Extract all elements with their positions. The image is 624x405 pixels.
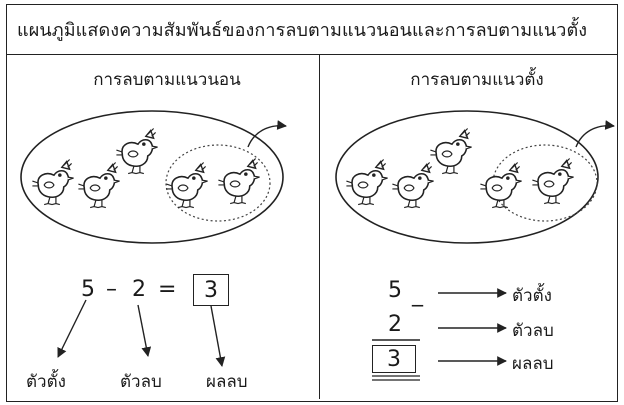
eq-subtrahend: 2 [132,277,146,302]
v-label-subtrahend: ตัวลบ [512,321,554,341]
v-minuend: 5 [388,278,402,303]
bird-icon [532,158,574,205]
v-minus-sign: _ [412,282,423,307]
bird-icon [480,162,522,209]
right-set-ellipse [335,110,599,244]
panel-divider [319,55,320,399]
eq-minus-sign: – [106,277,117,302]
bird-icon [116,128,158,175]
label-subtrahend: ตัวลบ [120,372,162,392]
arrow-to-minuend-label [57,299,87,358]
right-arrow-out-icon [575,120,615,148]
bird-icon [346,159,388,206]
right-panel-heading: การลบตามแนวตั้ง [410,70,544,90]
v-label-minuend: ตัวตั้ง [512,286,552,306]
arrow-to-difference-label [210,305,226,367]
chart-title: แผนภูมิแสดงความสัมพันธ์ของการลบตามแนวนอน… [7,5,617,55]
v-label-difference: ผลลบ [512,354,554,374]
label-difference: ผลลบ [206,372,248,392]
v-subtrahend: 2 [388,312,402,337]
bird-icon [78,162,120,209]
right-removed-group [492,144,598,222]
eq-difference-box: 3 [193,274,229,306]
left-set-ellipse [20,110,284,244]
bird-icon [166,162,208,209]
eq-minuend: 5 [81,277,95,302]
left-arrow-out-icon [247,120,287,148]
left-removed-group [165,144,271,222]
label-minuend: ตัวตั้ง [26,372,66,392]
bird-icon [430,128,472,175]
bird-icon [392,162,434,209]
eq-equals-sign: = [158,277,177,302]
left-panel-heading: การลบตามแนวนอน [93,70,241,90]
chart-frame: แผนภูมิแสดงความสัมพันธ์ของการลบตามแนวนอน… [6,4,618,402]
v-difference-box: 3 [372,345,416,373]
bird-icon [32,159,74,206]
bird-icon [218,158,260,205]
arrow-to-subtrahend-label [137,304,152,357]
